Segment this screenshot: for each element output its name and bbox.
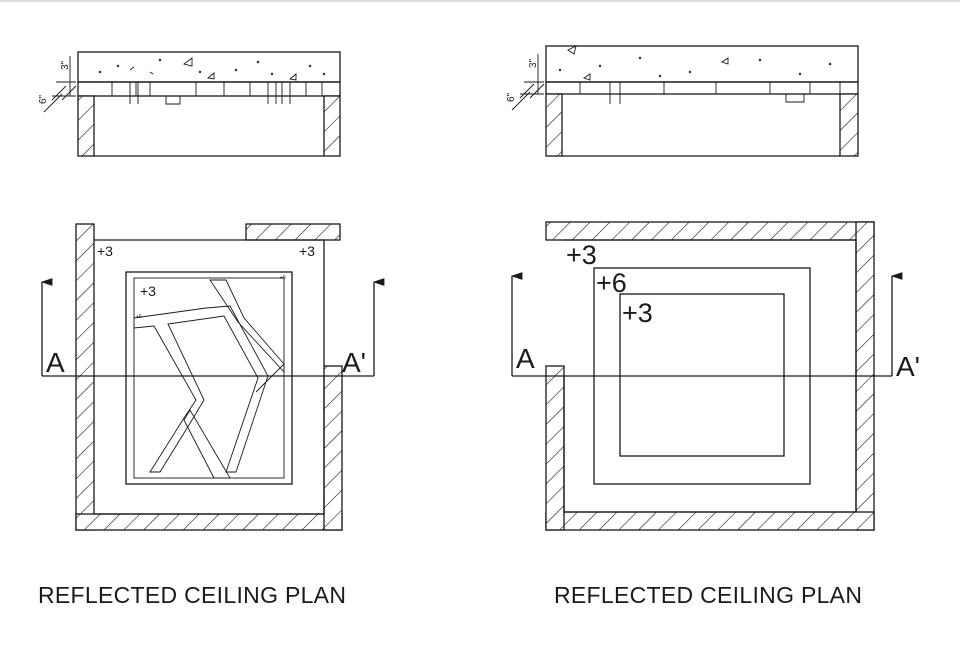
right-marker-a: A [516, 343, 535, 374]
right-ceiling-drop [785, 94, 805, 103]
left-section-wall-right [323, 95, 341, 157]
right-dim-3in: 3" [528, 58, 539, 68]
left-plan-wall-east [323, 365, 343, 531]
right-plan-wall-west [545, 365, 565, 531]
left-level-pattern: +6 [136, 314, 142, 320]
left-dimension-marks [43, 56, 77, 113]
right-plan-wall-north [545, 221, 875, 241]
left-plan: A A' +3 +3 +3 +6 +6 [40, 223, 385, 531]
right-level-outer: +3 [566, 240, 597, 270]
left-ceiling-drops [129, 82, 291, 105]
right-slab [545, 45, 859, 83]
right-plan: A A' +3 +6 +3 [510, 221, 920, 531]
left-section-wall-left [77, 95, 95, 157]
right-caption: REFLECTED CEILING PLAN [554, 582, 863, 608]
right-level-inner: +3 [622, 298, 653, 328]
left-level-inner: +3 [140, 283, 156, 299]
left-slab-aggregate [98, 57, 326, 81]
left-level-outer-right: +3 [299, 243, 315, 259]
right-ceiling-outline [563, 239, 857, 513]
right-level-middle: +6 [596, 268, 627, 298]
left-ceiling-outline [94, 239, 325, 515]
right-false-ceiling-band [545, 81, 859, 95]
right-section-view: 3" 6" [506, 45, 859, 157]
left-false-ceiling-band [77, 81, 341, 97]
left-dim-3in: 3" [60, 60, 71, 70]
right-marker-a-prime: A' [896, 351, 920, 382]
right-slab-aggregate [558, 45, 832, 81]
left-plan-wall-west [75, 223, 95, 531]
left-marker-a-prime: A' [342, 347, 366, 378]
left-marker-a: A [46, 347, 65, 378]
left-section-view: 3" 6" [38, 51, 341, 157]
left-level-outer-left: +3 [97, 243, 113, 259]
left-level-corner: +6 [280, 275, 286, 281]
left-caption: REFLECTED CEILING PLAN [38, 582, 347, 608]
left-ceiling-step-inner [133, 277, 285, 479]
left-ceiling-step-outer [125, 271, 293, 485]
right-ceiling-joints [579, 82, 841, 104]
right-ceiling-step-2 [619, 293, 785, 457]
left-ceiling-joints [111, 82, 323, 96]
right-plan-wall-south [545, 511, 875, 531]
left-plan-wall-north [245, 223, 341, 241]
left-ceiling-pattern [133, 279, 285, 479]
right-dim-6in: 6" [506, 92, 517, 102]
left-plan-wall-south [75, 513, 343, 531]
left-dim-6in: 6" [38, 94, 49, 104]
right-section-wall-right [839, 93, 859, 157]
right-dimension-marks [511, 54, 545, 111]
right-section-wall-left [545, 93, 563, 157]
